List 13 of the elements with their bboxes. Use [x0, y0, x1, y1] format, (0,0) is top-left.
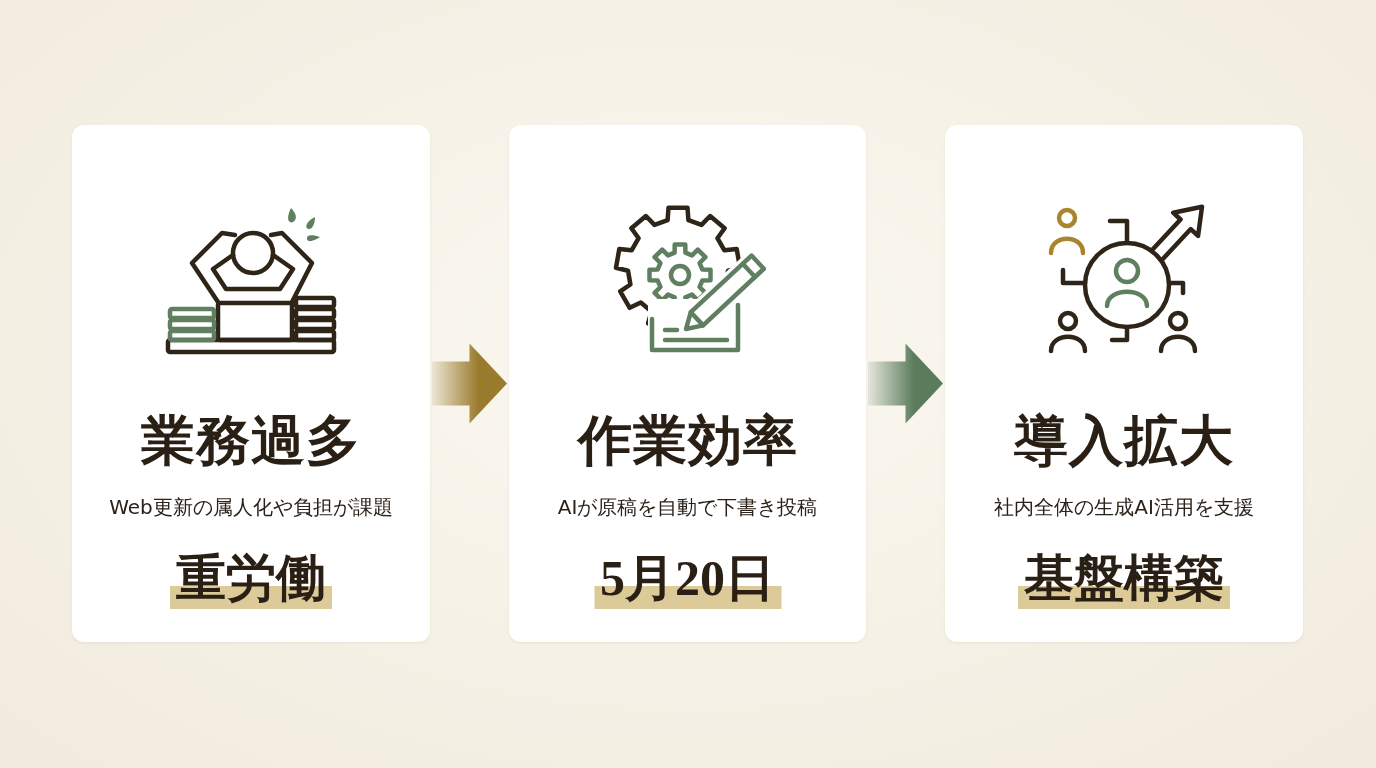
card-description: 社内全体の生成AI活用を支援: [994, 497, 1254, 517]
arrow: [868, 343, 943, 424]
card: [509, 125, 866, 642]
card-description: Web更新の属人化や負担が課題: [109, 497, 393, 517]
card-heading: 業務過多: [141, 414, 361, 468]
highlighted-label: 基盤構築: [1018, 551, 1230, 609]
card-heading: 導入拡大: [1014, 414, 1234, 468]
highlighted-label: 重労働: [170, 551, 332, 609]
card: [72, 125, 430, 642]
arrow: [432, 343, 507, 424]
card-description: AIが原稿を自動で下書き投稿: [557, 497, 818, 517]
card-heading: 作業効率: [577, 414, 798, 468]
card: [945, 125, 1303, 642]
